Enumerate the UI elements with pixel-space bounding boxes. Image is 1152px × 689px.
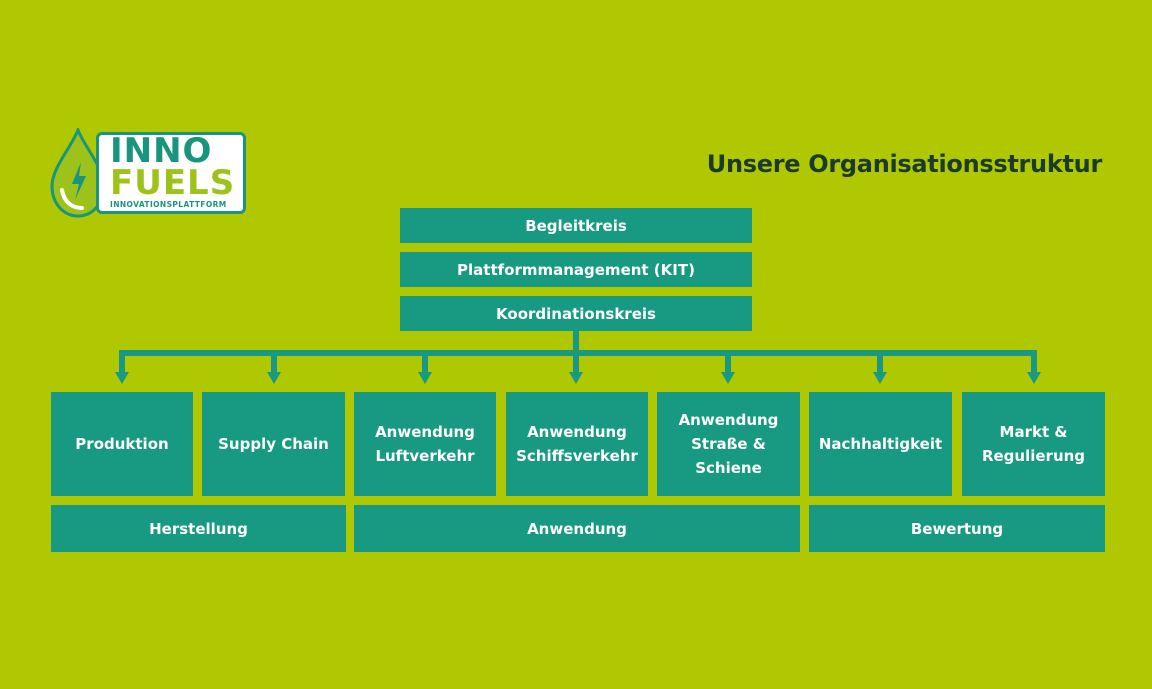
box-plattformmanagement: Plattformmanagement (KIT)	[400, 252, 752, 287]
arrowheads	[115, 372, 1041, 384]
group-herstellung: Herstellung	[51, 505, 346, 552]
logo-line-fuels: FUELS	[110, 163, 236, 203]
unit-markt-regulierung: Markt & Regulierung	[962, 392, 1105, 496]
arrow-down-icon	[721, 372, 735, 384]
arrow-down-icon	[267, 372, 281, 384]
logo-line-inno: INNO	[110, 131, 213, 171]
unit-anwendung-strasse-schiene: Anwendung Straße & Schiene	[657, 392, 800, 496]
group-bewertung: Bewertung	[809, 505, 1105, 552]
arrow-down-icon	[115, 372, 129, 384]
box-begleitkreis: Begleitkreis	[400, 208, 752, 243]
unit-supply-chain: Supply Chain	[202, 392, 345, 496]
innofuels-logo: INNO FUELS INNOVATIONSPLATTFORM	[48, 128, 248, 218]
unit-anwendung-schiffsverkehr: Anwendung Schiffsverkehr	[506, 392, 648, 496]
logo-wordmark-box	[96, 132, 246, 214]
unit-anwendung-luftverkehr: Anwendung Luftverkehr	[354, 392, 496, 496]
page-title: Unsere Organisationsstruktur	[706, 150, 1103, 178]
box-koordinationskreis: Koordinationskreis	[400, 296, 752, 331]
connector-stem	[573, 331, 579, 355]
group-anwendung: Anwendung	[354, 505, 800, 552]
arrow-down-icon	[1027, 372, 1041, 384]
connector-drops	[119, 350, 1037, 374]
unit-produktion: Produktion	[51, 392, 193, 496]
arrow-down-icon	[873, 372, 887, 384]
unit-nachhaltigkeit: Nachhaltigkeit	[809, 392, 952, 496]
arrow-down-icon	[418, 372, 432, 384]
logo-subline: INNOVATIONSPLATTFORM	[110, 200, 227, 209]
arrow-down-icon	[569, 372, 583, 384]
